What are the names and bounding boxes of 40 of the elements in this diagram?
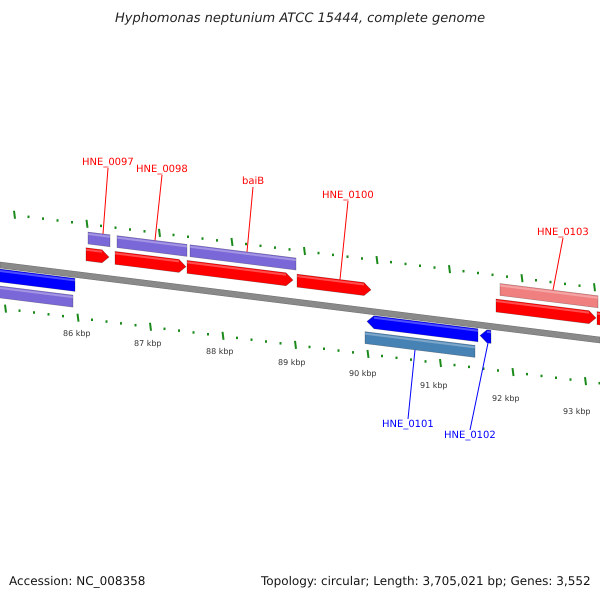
gene-bar bbox=[500, 283, 598, 308]
gene-bar bbox=[0, 268, 76, 292]
gene-bar bbox=[88, 232, 110, 248]
leader-line bbox=[470, 342, 488, 430]
footer-text: Topology: circular; Length: 3,705,021 bp; Genes: 3,552 bbox=[261, 574, 591, 588]
gene-block bbox=[496, 298, 596, 324]
leader-line bbox=[102, 168, 108, 234]
gene-label: HNE_0101 bbox=[382, 419, 434, 430]
gene-bar bbox=[364, 331, 476, 358]
gene-label: HNE_0100 bbox=[322, 190, 374, 201]
scale-label: 88 kbp bbox=[206, 347, 234, 356]
gene-block bbox=[86, 247, 110, 264]
gene-bar bbox=[116, 235, 188, 257]
gene-bar bbox=[190, 244, 296, 270]
gene-block bbox=[114, 251, 186, 273]
scale-label: 90 kbp bbox=[349, 369, 377, 378]
scale-label: 89 kbp bbox=[278, 358, 306, 367]
gene-bar bbox=[0, 285, 74, 308]
leader-line bbox=[154, 174, 162, 241]
leader-line bbox=[552, 238, 564, 291]
gene-label: HNE_0102 bbox=[444, 430, 496, 441]
leader-line bbox=[340, 200, 348, 280]
diagram-title: Hyphomonas neptunium ATCC 15444, complete genome bbox=[115, 11, 486, 26]
gene-block bbox=[366, 315, 478, 342]
gene-block bbox=[596, 311, 600, 327]
gene-block bbox=[186, 260, 294, 286]
scale-label: 87 kbp bbox=[134, 339, 162, 348]
gene-label: HNE_0098 bbox=[136, 164, 188, 175]
gene-label: HNE_0103 bbox=[537, 227, 589, 238]
gene-label: HNE_0097 bbox=[82, 157, 134, 168]
gene-label: baiB bbox=[242, 176, 264, 187]
scale-label: 91 kbp bbox=[420, 381, 448, 390]
scale-label: 86 kbp bbox=[63, 329, 91, 338]
leader-line bbox=[246, 186, 254, 252]
footer-text: Accession: NC_008358 bbox=[9, 574, 146, 588]
gene-block bbox=[296, 274, 372, 296]
gene-block bbox=[480, 330, 492, 344]
scale-label: 92 kbp bbox=[492, 394, 520, 403]
scale-label: 93 kbp bbox=[563, 407, 591, 416]
leader-line bbox=[408, 349, 416, 420]
